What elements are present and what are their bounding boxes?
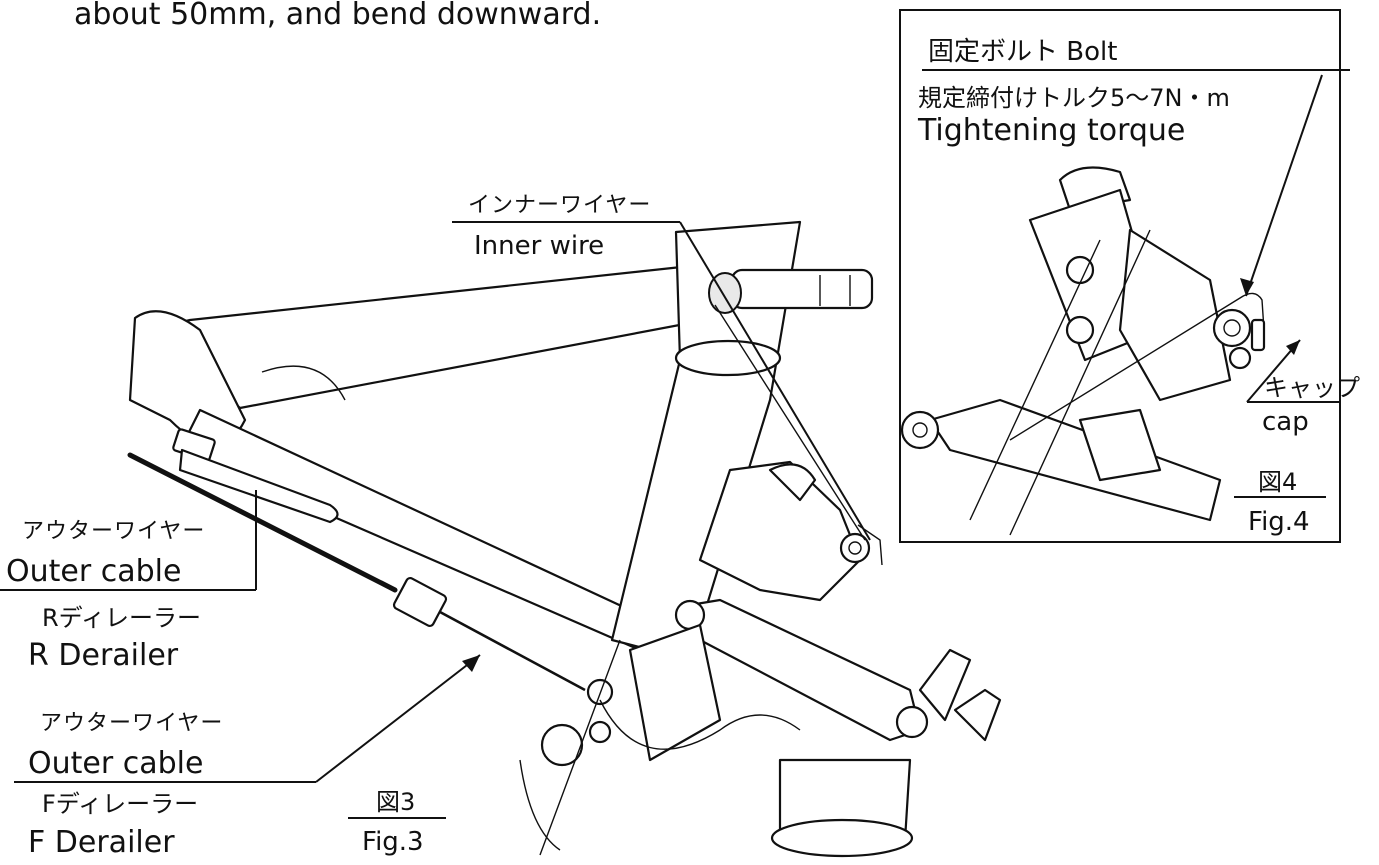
detail-cable-boss — [1078, 408, 1162, 482]
fig3-label-jp: 図3 — [376, 788, 415, 816]
f-derailer-label-en: F Derailer — [28, 825, 175, 860]
detail-chain-stay — [928, 398, 1222, 522]
chain-stay — [688, 598, 922, 742]
bolt-leader-arrow — [1240, 278, 1254, 296]
detail-pivot — [900, 410, 940, 450]
detail-fixing-bolt — [1212, 308, 1252, 348]
fig3-drawing — [127, 220, 1002, 858]
derailleur-lever — [768, 463, 817, 502]
f-derailer-label-jp: Fディレーラー — [42, 790, 198, 818]
detail-body — [1118, 228, 1232, 402]
clamp-bolt — [730, 268, 874, 310]
cap-label-jp: キャップ — [1264, 374, 1360, 402]
outer-cable-f-label-jp: アウターワイヤー — [40, 711, 223, 736]
inner-wire-leader — [679, 221, 871, 541]
fig4-label-jp: 図4 — [1258, 468, 1297, 496]
inner-wire-label-jp: インナーワイヤー — [468, 193, 651, 218]
outer-cable-f — [439, 610, 586, 692]
top-instruction-text: about 50mm, and bend downward. — [74, 0, 601, 32]
torque-label-en: Tightening torque — [917, 113, 1185, 148]
outer-cable-f-arrow — [462, 655, 480, 672]
stay-pivot-lower — [895, 705, 929, 739]
outer-cable-r — [127, 452, 398, 593]
fig3-labels: インナーワイヤー Inner wire アウターワイヤー Outer cable… — [0, 193, 871, 860]
fig4-label-en: Fig.4 — [1248, 507, 1310, 537]
cap-label-en: cap — [1262, 407, 1309, 437]
top-tube-joint — [261, 365, 346, 401]
detail-wire-cap — [1250, 318, 1266, 352]
bolt-label: 固定ボルト Bolt — [928, 37, 1117, 67]
inner-wire-label-en: Inner wire — [474, 231, 604, 261]
derailleur-pivot — [839, 532, 871, 564]
inner-wire-loop — [599, 699, 801, 750]
cable-guide — [178, 448, 339, 524]
outer-cable-f-label-en: Outer cable — [28, 746, 203, 781]
detail-bolt-1 — [1065, 255, 1095, 285]
derailleur-arm — [628, 623, 722, 762]
cable-stopper — [392, 576, 448, 628]
r-derailer-label-en: R Derailer — [28, 638, 179, 673]
fig3-label-en: Fig.3 — [362, 827, 424, 857]
detail-inner-wire — [1009, 292, 1265, 441]
rear-stub — [918, 648, 972, 722]
fig4-detail: 固定ボルト Bolt 規定締付けトルク5～7N・m Tightening tor… — [899, 9, 1360, 543]
detail-bolt-2 — [1065, 315, 1095, 345]
outer-cable-r-label-jp: アウターワイヤー — [22, 519, 205, 544]
torque-label-jp: 規定締付けトルク5～7N・m — [918, 84, 1230, 112]
bolt-leader — [1245, 74, 1323, 297]
inner-wire — [714, 304, 866, 541]
seat-tube-collar — [674, 339, 782, 377]
outer-cable-r-label-en: Outer cable — [6, 554, 181, 589]
outer-cable-f-leader — [315, 654, 481, 783]
bottom-bolt — [540, 723, 584, 767]
top-tube — [148, 263, 708, 410]
r-derailer-label-jp: Rディレーラー — [42, 604, 201, 632]
bb-shell-opening — [770, 818, 914, 858]
